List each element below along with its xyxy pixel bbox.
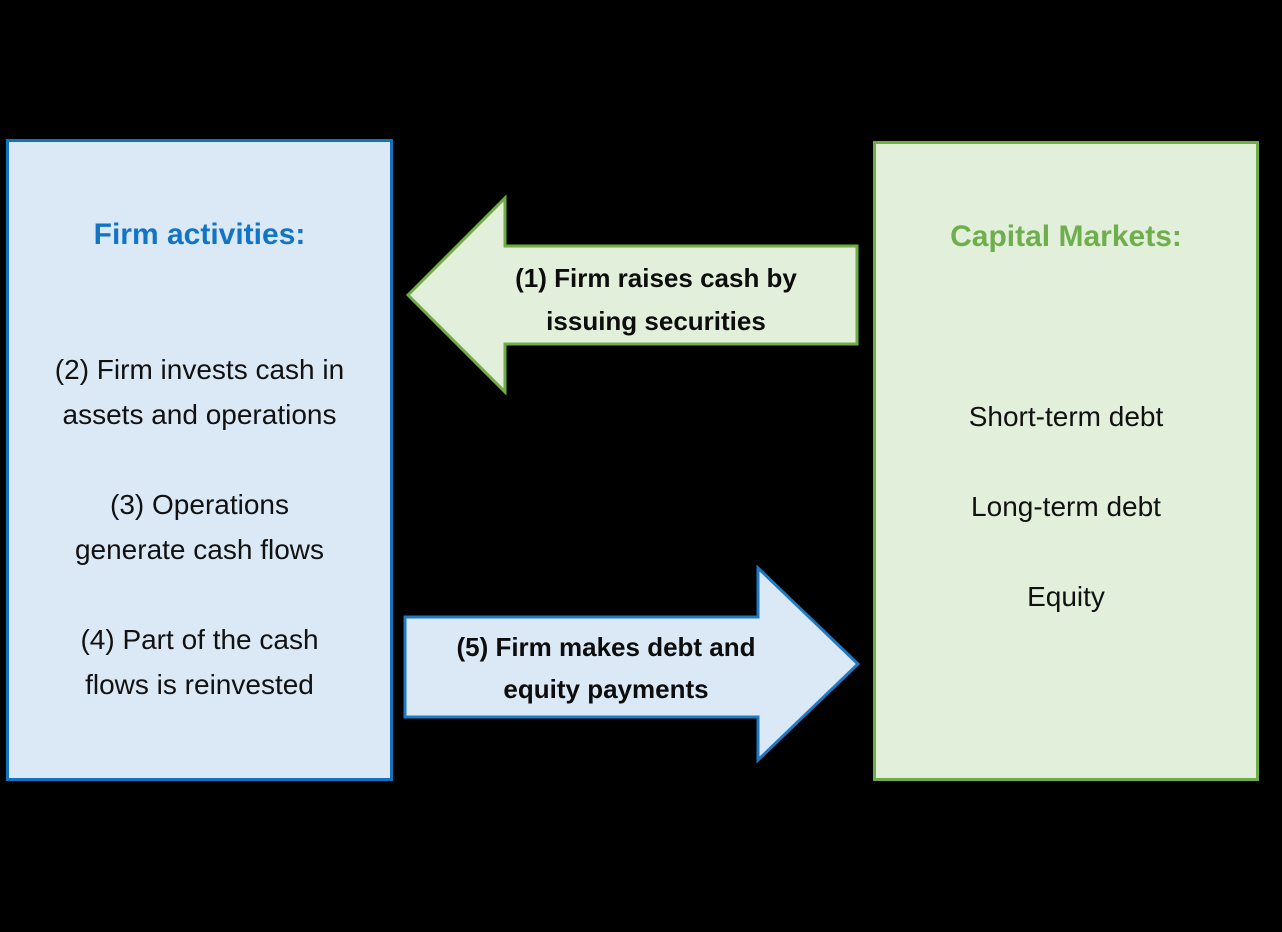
capital-markets-item: Short-term debt (968, 401, 1164, 432)
capital-markets-box: Capital Markets: Short-term debt Long-te… (873, 141, 1259, 781)
capital-markets-item: Long-term debt (971, 491, 1161, 522)
right-block-arrow-icon (403, 564, 861, 764)
firm-activity-line: (2) Firm invests cash in (54, 354, 345, 385)
firm-activity-line: generate cash flows (74, 534, 325, 565)
firm-activities-box: Firm activities: (2) Firm invests cash i… (6, 139, 393, 781)
firm-activity-line: (4) Part of the cash (80, 624, 319, 655)
raise-cash-arrow-line: (1) Firm raises cash by (515, 263, 797, 293)
firm-activity-line: (3) Operations (110, 489, 289, 520)
firm-activities-title: Firm activities: (93, 218, 306, 251)
firm-activity-item: (4) Part of the cash flows is reinvested (9, 617, 390, 707)
firm-activity-item: (2) Firm invests cash in assets and oper… (9, 347, 390, 437)
payments-arrow-line: (5) Firm makes debt and (456, 632, 756, 662)
firm-activity-line: assets and operations (62, 399, 337, 430)
firm-activity-item: (3) Operations generate cash flows (9, 482, 390, 572)
payments-arrow-line: equity payments (503, 674, 709, 704)
capital-markets-item: Equity (1027, 581, 1105, 612)
raise-cash-arrow-label: (1) Firm raises cash by issuing securiti… (455, 255, 857, 345)
left-block-arrow-icon (405, 194, 859, 396)
payments-arrow-label: (5) Firm makes debt and equity payments (405, 620, 807, 716)
firm-activity-line: flows is reinvested (85, 669, 314, 700)
raise-cash-arrow-line: issuing securities (546, 306, 766, 336)
capital-markets-title: Capital Markets: (950, 220, 1182, 253)
